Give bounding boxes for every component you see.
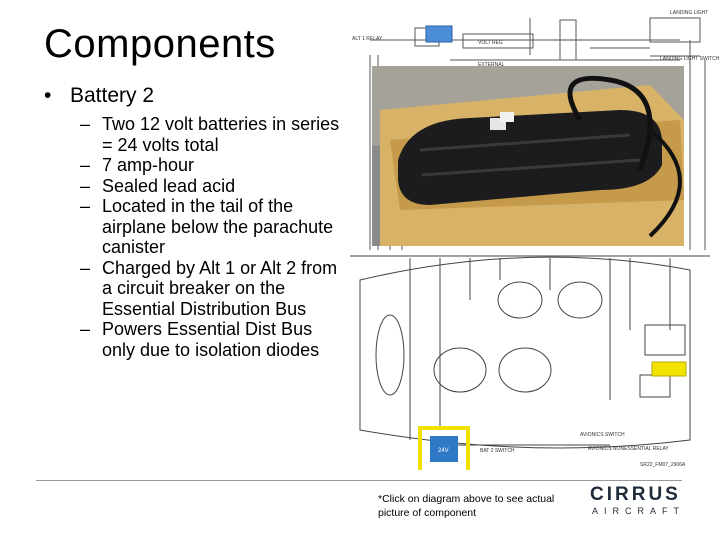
- sub-bullet: –Charged by Alt 1 or Alt 2 from a circui…: [80, 257, 338, 319]
- battery-terminal: [500, 112, 514, 122]
- battery-location-highlight[interactable]: [651, 361, 687, 377]
- battery-box-highlight[interactable]: [418, 426, 470, 470]
- sub-bullet: –Located in the tail of the airplane bel…: [80, 196, 334, 257]
- blue-component: [425, 25, 453, 43]
- logo-text: CIRRUS: [590, 484, 681, 505]
- slide-title: Components: [44, 22, 276, 66]
- electrical-diagram[interactable]: ALT 1 RELAY VOLT REG EXTERNAL LANDING LI…: [350, 0, 720, 470]
- battery-case: [398, 110, 662, 205]
- diagram-label: LANDING LIGHT SWITCH: [660, 56, 720, 62]
- bullet-marker: •: [44, 84, 52, 107]
- logo-subtext: AIRCRAFT: [592, 506, 685, 516]
- sub-bullet: –Two 12 volt batteries in series = 24 vo…: [80, 114, 340, 155]
- battery-ridge: [421, 158, 641, 177]
- sub-bullet: –Sealed lead acid: [80, 175, 236, 196]
- diagram-drawing[interactable]: ALT 1 RELAY VOLT REG EXTERNAL LANDING LI…: [350, 0, 720, 470]
- diagram-label: ALT 1 RELAY: [352, 36, 383, 42]
- diagram-label: EXTERNAL: [478, 62, 505, 68]
- battery-cable: [648, 128, 682, 238]
- main-bullet-text: Battery 2: [70, 84, 155, 107]
- diagram-label: LANDING LIGHT: [670, 10, 708, 16]
- battery-box-label: 24V: [438, 448, 449, 454]
- footer-note: *Click on diagram above to see actual pi…: [378, 493, 555, 519]
- sub-bullet: –Powers Essential Dist Bus only due to i…: [80, 319, 320, 360]
- battery-ridge: [419, 133, 631, 152]
- diagram-label: BAT 2 SWITCH: [480, 448, 515, 454]
- diagram-label: AVIONICS SWITCH: [580, 432, 625, 438]
- diagram-label: VOLT REG: [478, 40, 503, 46]
- diagram-label: AVIONICS NONESSENTIAL RELAY: [588, 446, 669, 452]
- cirrus-logo: CIRRUS AIRCRAFT: [590, 484, 690, 518]
- sub-bullet-list: –Two 12 volt batteries in series = 24 vo…: [80, 114, 340, 360]
- main-bullet: • Battery 2: [44, 84, 154, 108]
- footer-divider: [36, 480, 682, 481]
- drawing-id: SR22_FM07_2906A: [640, 462, 686, 468]
- sub-bullet: –7 amp-hour: [80, 155, 195, 175]
- battery-box[interactable]: [430, 436, 458, 462]
